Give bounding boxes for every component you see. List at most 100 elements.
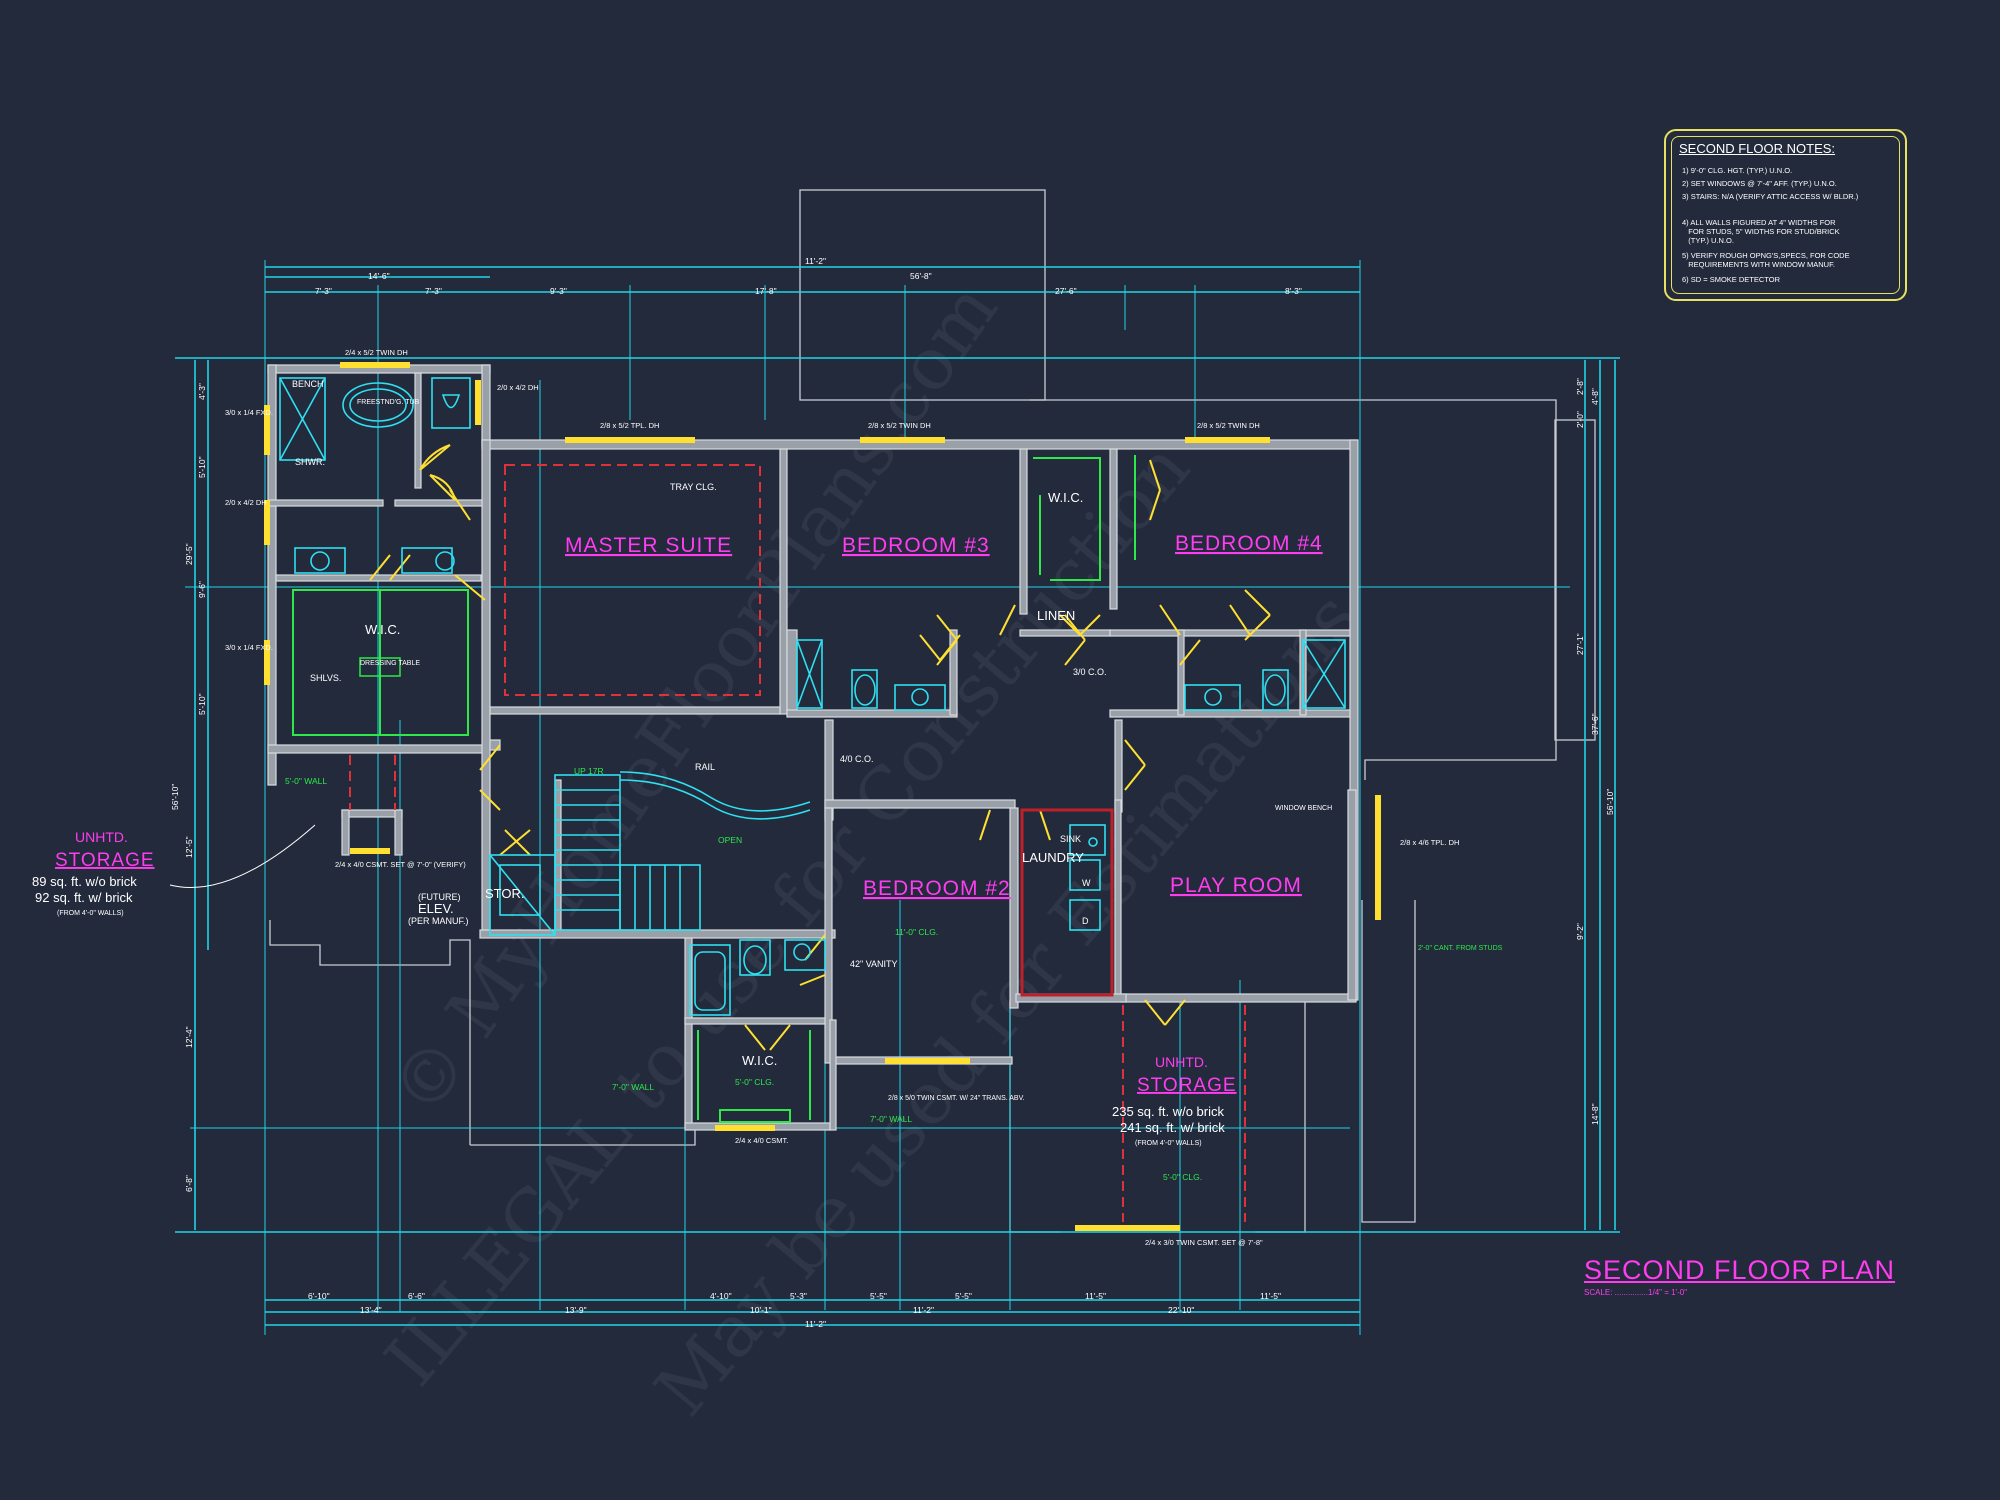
room-play-room: PLAY ROOM <box>1170 874 1302 897</box>
svg-text:2'-0" CANT. FROM STUDS: 2'-0" CANT. FROM STUDS <box>1418 945 1503 952</box>
note-item-4: 4) ALL WALLS FIGURED AT 4" WIDTHS FOR FO… <box>1682 218 1840 245</box>
svg-text:42" VANITY: 42" VANITY <box>850 959 898 969</box>
svg-text:SHLVS.: SHLVS. <box>310 673 341 683</box>
plan-scale: SCALE: ...............1/4" = 1'-0" <box>1584 1288 1688 1297</box>
svg-text:11'-0" CLG.: 11'-0" CLG. <box>895 927 938 937</box>
note-item-3: 3) STAIRS: N/A (VERIFY ATTIC ACCESS W/ B… <box>1682 192 1859 201</box>
svg-text:2/4 x 4/0 CSMT. SET @ 7'-0" (V: 2/4 x 4/0 CSMT. SET @ 7'-0" (VERIFY) <box>335 860 466 869</box>
svg-text:7'-3": 7'-3" <box>315 286 332 296</box>
svg-text:2/0 x 4/2 DH: 2/0 x 4/2 DH <box>225 498 267 507</box>
room-labels: MASTER SUITE BEDROOM #3 BEDROOM #4 BEDRO… <box>365 490 1323 1068</box>
svg-text:29'-5": 29'-5" <box>184 543 194 565</box>
room-wic-3: W.I.C. <box>742 1053 777 1068</box>
svg-text:11'-2": 11'-2" <box>805 256 826 266</box>
fixtures <box>279 377 1346 1016</box>
svg-text:(FROM 4'-0" WALLS): (FROM 4'-0" WALLS) <box>1135 1140 1202 1147</box>
stairs <box>489 771 811 936</box>
note-item-5: 5) VERIFY ROUGH OPNG'S,SPECS, FOR CODE R… <box>1682 251 1850 269</box>
svg-text:8'-3": 8'-3" <box>1285 286 1302 296</box>
elevator-note: (PER MANUF.) <box>408 916 469 926</box>
svg-text:5'-0" CLG.: 5'-0" CLG. <box>735 1077 774 1087</box>
closet-shelves <box>292 455 1136 1123</box>
svg-text:SINK: SINK <box>1060 834 1081 844</box>
svg-text:5'-0" CLG.: 5'-0" CLG. <box>1163 1172 1202 1182</box>
svg-text:14'-8": 14'-8" <box>1590 1103 1600 1125</box>
svg-text:2'-0": 2'-0" <box>1575 411 1585 428</box>
svg-text:WINDOW BENCH: WINDOW BENCH <box>1275 805 1332 812</box>
svg-text:4'-8": 4'-8" <box>1590 388 1600 405</box>
svg-text:14'-6": 14'-6" <box>368 271 390 281</box>
svg-text:BENCH: BENCH <box>292 379 324 389</box>
svg-text:13'-4": 13'-4" <box>360 1305 382 1315</box>
room-wic-1: W.I.C. <box>365 622 400 637</box>
svg-text:56'-8": 56'-8" <box>910 271 932 281</box>
svg-text:5'-3": 5'-3" <box>790 1291 807 1301</box>
second-floor-notes: SECOND FLOOR NOTES: 1) 9'-0" CLG. HGT. (… <box>1664 129 1907 301</box>
svg-text:2/8 x 4/6 TPL. DH: 2/8 x 4/6 TPL. DH <box>1400 838 1459 847</box>
room-bedroom-3: BEDROOM #3 <box>842 534 990 557</box>
svg-text:37'-6": 37'-6" <box>1590 713 1600 735</box>
notes-title: SECOND FLOOR NOTES: <box>1679 141 1836 156</box>
plan-title: SECOND FLOOR PLAN <box>1584 1255 1896 1285</box>
room-bedroom-4: BEDROOM #4 <box>1175 532 1323 555</box>
svg-text:11'-2": 11'-2" <box>805 1319 826 1329</box>
svg-text:17'-8": 17'-8" <box>755 286 777 296</box>
svg-text:235 sq. ft. w/o brick: 235 sq. ft. w/o brick <box>1112 1104 1224 1119</box>
svg-text:W: W <box>1082 878 1091 888</box>
svg-text:4/0 C.O.: 4/0 C.O. <box>840 754 874 764</box>
room-linen: LINEN <box>1037 608 1075 623</box>
svg-text:RAIL: RAIL <box>695 762 715 772</box>
svg-text:3/0 x 1/4 FXD.: 3/0 x 1/4 FXD. <box>225 643 273 652</box>
svg-text:12'-5": 12'-5" <box>184 836 194 858</box>
svg-text:27'-1": 27'-1" <box>1575 633 1585 655</box>
svg-text:UNHTD.: UNHTD. <box>75 829 128 845</box>
svg-text:2/4 x 3/0 TWIN CSMT. SET @ 7'-: 2/4 x 3/0 TWIN CSMT. SET @ 7'-8" <box>1145 1238 1263 1247</box>
note-item-1: 1) 9'-0" CLG. HGT. (TYP.) U.N.O. <box>1682 166 1793 175</box>
storage-left: UNHTD. STORAGE 89 sq. ft. w/o brick 92 s… <box>32 824 316 917</box>
windows <box>264 362 1381 1231</box>
svg-text:3/0 x 1/4 FXD.: 3/0 x 1/4 FXD. <box>225 408 273 417</box>
note-item-6: 6) SD = SMOKE DETECTOR <box>1682 275 1781 284</box>
svg-text:241 sq. ft. w/ brick: 241 sq. ft. w/ brick <box>1120 1120 1225 1135</box>
svg-text:11'-5": 11'-5" <box>1085 1291 1106 1301</box>
svg-text:5'-0" WALL: 5'-0" WALL <box>285 776 327 786</box>
svg-text:7'-0" WALL: 7'-0" WALL <box>870 1114 912 1124</box>
svg-text:7'-3": 7'-3" <box>425 286 442 296</box>
dimension-labels: 14'-6" 56'-8" 7'-3" 7'-3" 9'-3" 17'-8" 2… <box>170 256 1615 1329</box>
svg-text:27'-6": 27'-6" <box>1055 286 1077 296</box>
svg-text:D: D <box>1082 916 1089 926</box>
note-item-2: 2) SET WINDOWS @ 7'-4" AFF. (TYP.) U.N.O… <box>1682 179 1837 188</box>
svg-text:TRAY CLG.: TRAY CLG. <box>670 482 717 492</box>
elevator-label: ELEV. <box>418 901 454 916</box>
svg-text:9'-6": 9'-6" <box>197 581 207 598</box>
storage-right: UNHTD. STORAGE 235 sq. ft. w/o brick 241… <box>1112 1054 1236 1147</box>
room-bedroom-2: BEDROOM #2 <box>863 877 1011 900</box>
svg-text:56'-10": 56'-10" <box>170 784 180 810</box>
svg-text:2/8 x 5/2 TPL. DH: 2/8 x 5/2 TPL. DH <box>600 421 659 430</box>
svg-text:UNHTD.: UNHTD. <box>1155 1054 1208 1070</box>
svg-text:4'-10": 4'-10" <box>710 1291 732 1301</box>
elevator-future: (FUTURE) <box>418 892 461 902</box>
doors <box>369 444 1271 1051</box>
svg-text:5'-10": 5'-10" <box>197 693 207 715</box>
svg-text:2'-8": 2'-8" <box>1575 378 1585 395</box>
svg-text:FREESTND'G. TUB: FREESTND'G. TUB <box>357 399 420 406</box>
svg-text:5'-5": 5'-5" <box>870 1291 887 1301</box>
svg-text:6'-10": 6'-10" <box>308 1291 330 1301</box>
notes-inner-border <box>1671 136 1900 294</box>
svg-text:9'-3": 9'-3" <box>550 286 567 296</box>
svg-text:2/4 x 5/2 TWIN DH: 2/4 x 5/2 TWIN DH <box>345 348 408 357</box>
room-wic-2: W.I.C. <box>1048 490 1083 505</box>
svg-text:2/8 x 5/2 TWIN DH: 2/8 x 5/2 TWIN DH <box>868 421 931 430</box>
svg-text:2/8 x 5/0 TWIN CSMT. W/ 24" TR: 2/8 x 5/0 TWIN CSMT. W/ 24" TRANS. ABV. <box>888 1095 1025 1102</box>
svg-text:2/4 x 4/0 CSMT.: 2/4 x 4/0 CSMT. <box>735 1136 788 1145</box>
svg-text:13'-9": 13'-9" <box>565 1305 587 1315</box>
svg-text:22'-10": 22'-10" <box>1168 1305 1194 1315</box>
svg-text:(FROM 4'-0" WALLS): (FROM 4'-0" WALLS) <box>57 910 124 917</box>
svg-text:7'-0" WALL: 7'-0" WALL <box>612 1082 654 1092</box>
svg-text:92 sq. ft. w/ brick: 92 sq. ft. w/ brick <box>35 890 133 905</box>
svg-text:SHWR.: SHWR. <box>295 457 325 467</box>
room-master-suite: MASTER SUITE <box>565 534 732 557</box>
svg-text:56'-10": 56'-10" <box>1605 789 1615 815</box>
